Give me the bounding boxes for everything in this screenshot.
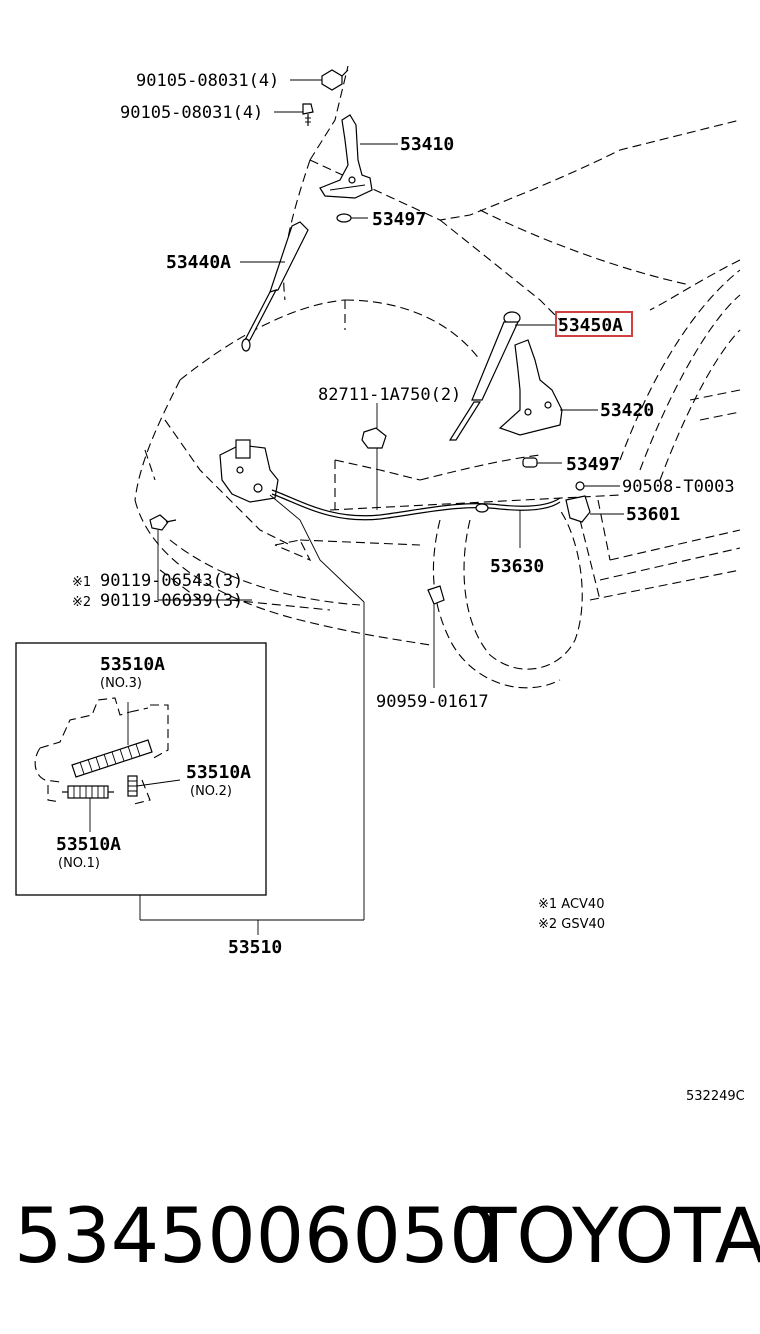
label-mark-2: ※2 xyxy=(72,595,91,610)
label-lock-no2-sub: (NO.2) xyxy=(190,784,232,799)
label-clamp: 90959-01617 xyxy=(376,692,489,712)
clamp-icon xyxy=(427,585,445,605)
hood-stay-left-icon xyxy=(241,221,309,352)
label-cushion-top: 53497 xyxy=(372,209,426,230)
label-mark-1: ※1 xyxy=(72,575,91,590)
label-lock-no3: 53510A xyxy=(100,654,165,675)
note-gsv40: ※2 GSV40 xyxy=(538,917,605,932)
label-bolt-1: 90105-08031(4) xyxy=(136,71,279,91)
label-hinge-left: 53410 xyxy=(400,134,454,155)
clip-icon xyxy=(361,427,387,449)
cushion-top-icon xyxy=(336,213,352,223)
bolt-905-icon xyxy=(575,481,585,491)
note-acv40: ※1 ACV40 xyxy=(538,897,604,912)
label-bolt-acv: 90119-06543(3) xyxy=(100,571,243,591)
spring-no1-icon xyxy=(62,785,114,799)
footer-part-number: 5345006050 xyxy=(14,1191,498,1280)
lock-detail-box xyxy=(15,642,267,896)
label-cushion-mid: 53497 xyxy=(566,454,620,475)
bolt-lower-icon xyxy=(302,103,314,126)
release-lever-icon xyxy=(565,495,591,523)
hood-lock-icon xyxy=(219,439,279,503)
label-stay-left: 53440A xyxy=(166,252,231,273)
label-bolt-905: 90508-T0003 xyxy=(622,477,735,497)
footer: 5345006050 TOYOTA xyxy=(14,1186,760,1296)
leader-lines xyxy=(139,79,624,935)
bolt-side-icon xyxy=(149,514,177,531)
label-stay-right: 53450A xyxy=(558,315,623,336)
highlight-box xyxy=(555,311,633,337)
spring-no3-icon xyxy=(71,739,153,778)
label-lever: 53601 xyxy=(626,504,680,525)
label-hinge-right: 53420 xyxy=(600,400,654,421)
hood-hinge-right-icon xyxy=(498,339,563,436)
release-cable-icon xyxy=(271,489,561,521)
label-lock-no1-sub: (NO.1) xyxy=(58,856,100,871)
label-cable: 53630 xyxy=(490,556,544,577)
hood-stay-right-icon xyxy=(448,311,521,441)
cushion-mid-icon xyxy=(522,457,538,468)
label-lock-no2: 53510A xyxy=(186,762,251,783)
hood-hinge-left-icon xyxy=(319,114,373,199)
label-bolt-2: 90105-08031(4) xyxy=(120,103,263,123)
label-clip: 82711-1A750(2) xyxy=(318,385,461,405)
diagram-code: 532249C xyxy=(686,1089,745,1104)
label-lock-no1: 53510A xyxy=(56,834,121,855)
bolt-top-icon xyxy=(321,69,349,91)
label-lock-no3-sub: (NO.3) xyxy=(100,676,142,691)
spring-no2-icon xyxy=(127,775,138,797)
label-bolt-gsv: 90119-06939(3) xyxy=(100,591,243,611)
label-lock-assy: 53510 xyxy=(228,937,282,958)
car-body-outline xyxy=(134,65,741,689)
footer-brand: TOYOTA xyxy=(470,1191,760,1280)
